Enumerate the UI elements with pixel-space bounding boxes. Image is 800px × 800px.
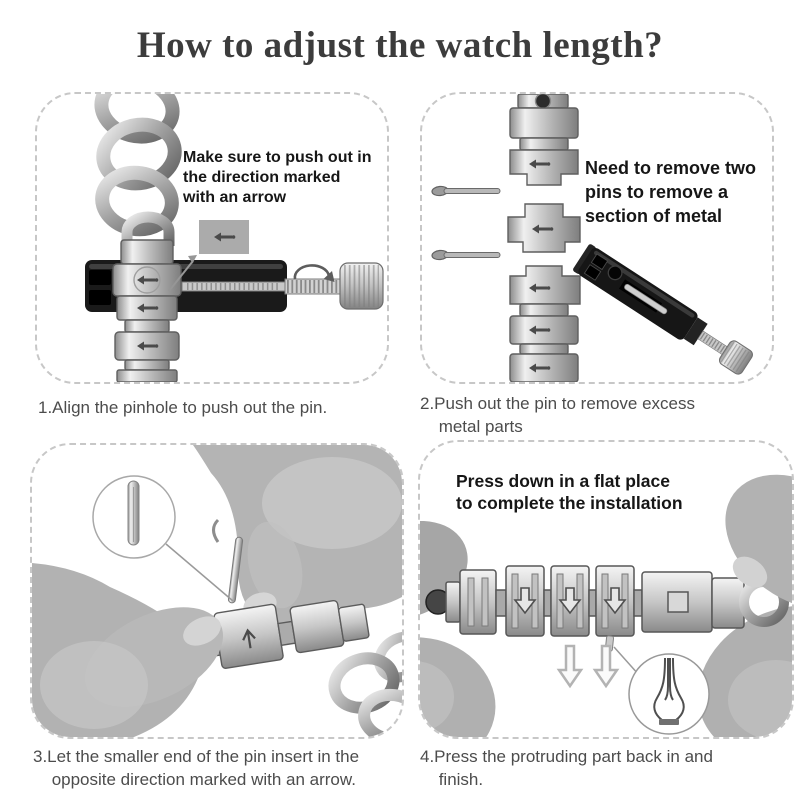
step2-illustration [431,94,753,382]
step4-illustration [420,474,792,737]
step1-caption: 1.Align the pinhole to push out the pin. [38,398,328,417]
step4-panel: Press down in a flat place to complete t… [418,440,794,739]
step4-caption: 4.Press the protruding part back in and … [420,747,713,789]
magnifier-inset [613,646,710,735]
arrow-direction-inset [199,220,249,254]
removed-pin-1 [431,185,501,197]
step1-panel: Make sure to push out in the direction m… [35,92,389,384]
thumbnail [183,616,221,646]
chain-links [94,94,182,246]
step2-caption: 2.Push out the pin to remove excess meta… [420,394,695,436]
stamped-up-arrow-icon [242,628,256,649]
clasp-button [667,591,689,613]
step3-caption: 3.Let the smaller end of the pin insert … [33,747,360,789]
lower-hand [32,563,224,737]
watch-band [112,239,182,382]
step3-illustration [32,445,402,737]
pointer-arrow [168,255,197,292]
fingernail [732,556,768,588]
split-pin-closeup [653,657,685,725]
chain-links [328,631,402,737]
removed-pin-2 [431,249,501,261]
lower-right-finger [698,605,792,737]
watch-band-lower-section [509,265,581,382]
link-remover-tool [573,244,753,375]
step2-panel: Need to remove two pins to remove a sect… [420,92,774,384]
step1-annotation: Make sure to push out in the direction m… [183,149,372,206]
page-title: How to adjust the watch length? [136,25,664,66]
step4-annotation: Press down in a flat place to complete t… [456,471,683,513]
magnifier-inset [92,475,234,602]
watch-band-upper-section [509,94,579,186]
upper-right-finger [725,474,792,610]
press-down-arrows [557,644,619,688]
step3-panel [30,443,404,739]
step2-annotation: Need to remove two pins to remove a sect… [585,158,757,226]
rotate-arrow-icon [293,264,331,280]
held-pin [212,518,244,604]
magnifier-circle [628,653,710,735]
upper-hand [180,445,402,626]
step1-illustration [85,94,384,382]
knurled-knob [339,262,384,310]
